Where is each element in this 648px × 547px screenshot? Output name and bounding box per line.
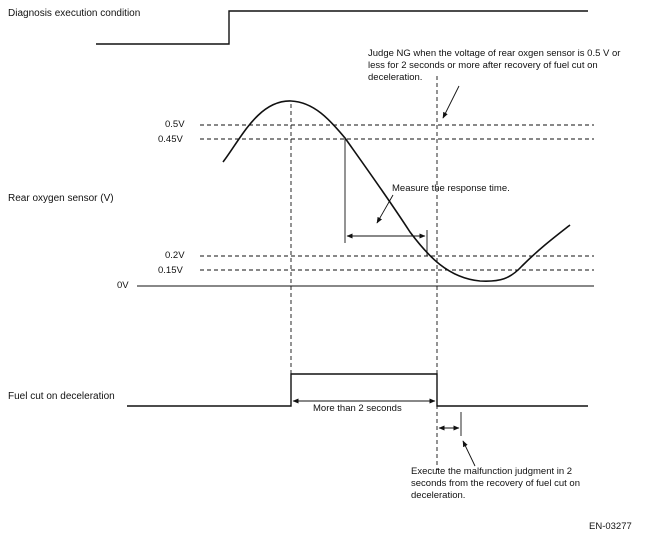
measure-leader-arrow bbox=[376, 194, 394, 224]
level-label-0v: 0V bbox=[117, 280, 129, 291]
level-label-0.15v: 0.15V bbox=[158, 265, 183, 276]
judge-ng-note: Judge NG when the voltage of rear oxgen … bbox=[368, 48, 621, 83]
figure-code: EN-03277 bbox=[589, 521, 632, 532]
fuel-cut-trace bbox=[127, 373, 588, 407]
level-label-0.2v: 0.2V bbox=[165, 250, 185, 261]
judge-leader-arrow bbox=[442, 85, 460, 119]
sensor-label: Rear oxygen sensor (V) bbox=[8, 193, 114, 204]
measure-note: Measure the response time. bbox=[392, 183, 510, 194]
sensor-waveform bbox=[222, 100, 571, 282]
fuel-cut-label: Fuel cut on deceleration bbox=[8, 391, 115, 402]
execute-leader-arrow bbox=[462, 440, 476, 467]
diagnosis-condition-trace bbox=[96, 10, 588, 45]
level-label-0.45v: 0.45V bbox=[158, 134, 183, 145]
execute-note: Execute the malfunction judgment in 2 se… bbox=[411, 466, 580, 501]
level-label-0.5v: 0.5V bbox=[165, 119, 185, 130]
diagnosis-condition-label: Diagnosis execution condition bbox=[8, 8, 141, 19]
duration-note: More than 2 seconds bbox=[313, 403, 402, 414]
